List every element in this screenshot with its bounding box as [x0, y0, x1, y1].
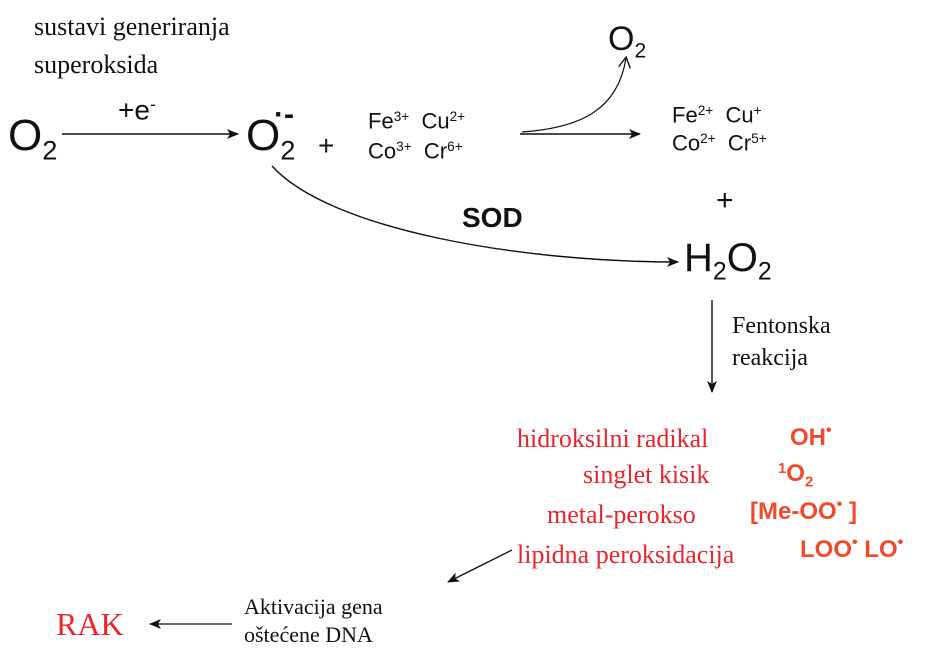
electron-label: +e- — [118, 94, 156, 126]
radical-singlet-oxygen-name: singlet kisik — [583, 460, 710, 489]
plus-sign-2: + — [716, 184, 734, 217]
generating-systems-line2: superoksida — [34, 50, 159, 79]
cancer-label: RAK — [56, 606, 124, 642]
gene-activation-line1: Aktivacija gena — [244, 594, 383, 619]
radical-hydroxyl-symbol: OH• — [790, 422, 832, 451]
superoxide-charge: ·- — [274, 98, 294, 131]
arrow-superoxide-to-h2o2 — [271, 165, 679, 267]
oxygen-molecule: O2 — [8, 111, 58, 166]
radical-metal-peroxo-name: metal-perokso — [547, 500, 696, 529]
released-oxygen: O2 — [608, 20, 647, 63]
hydrogen-peroxide: H2O2 — [684, 236, 772, 286]
radical-hydroxyl-name: hidroksilni radikal — [517, 424, 709, 453]
radical-metal-peroxo-symbol: [Me-OO• ] — [750, 496, 857, 525]
gene-activation-line2: oštećene DNA — [244, 622, 373, 647]
fenton-label-line1: Fentonska — [732, 313, 831, 339]
radical-singlet-oxygen-symbol: 1O2 — [778, 460, 814, 491]
plus-sign-1: + — [318, 130, 335, 161]
superoxide-radical: O2·- — [246, 98, 296, 166]
radical-lipid-peroxidation-name: lipidna peroksidacija — [517, 540, 735, 569]
arrow-lipid-to-genes — [447, 549, 513, 583]
generating-systems-line1: sustavi generiranja — [34, 12, 230, 41]
arrow-branch-to-o2 — [521, 58, 626, 133]
radical-lipid-peroxidation-symbol: LOO• LO• — [800, 534, 904, 563]
metals-reduced-row1: Fe2+ Cu+ — [672, 102, 762, 128]
fenton-label-line2: reakcija — [732, 345, 808, 371]
metals-oxidized-row1: Fe3+ Cu2+ — [368, 108, 466, 134]
sod-enzyme-label: SOD — [462, 202, 523, 233]
metals-reduced-row2: Co2+ Cr5+ — [672, 130, 767, 156]
metals-oxidized-row2: Co3+ Cr6+ — [368, 138, 463, 164]
